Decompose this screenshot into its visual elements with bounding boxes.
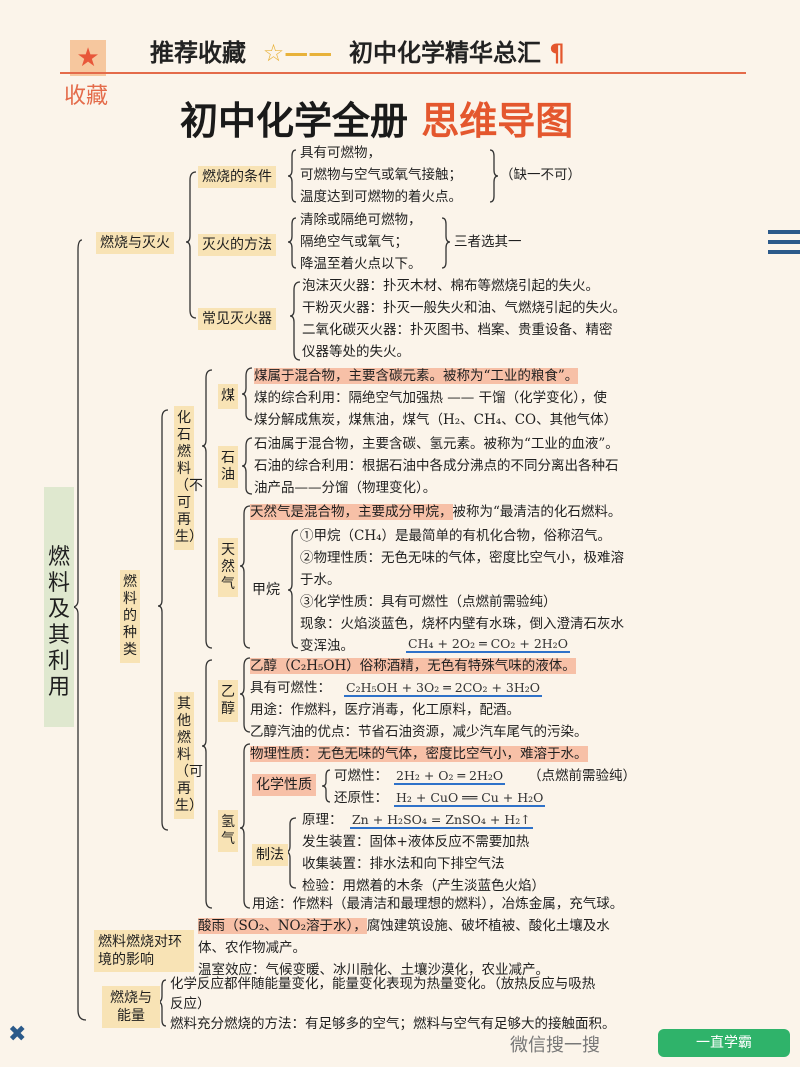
oil-label: 石油 xyxy=(218,446,238,488)
extinguishers-line-4: 仪器等处的失火。 xyxy=(302,344,410,360)
header-right: 初中化学精华总汇 xyxy=(348,39,541,67)
conditions-note: （缺一不可） xyxy=(500,167,581,183)
hydrogen-flammable-label: 可燃性： xyxy=(334,768,388,784)
root-topic: 燃料及其利用 xyxy=(44,487,74,727)
oil-line-1: 石油属于混合物，主要含碳、氢元素。被称为“工业的血液”。 xyxy=(254,436,619,452)
hydrogen-prep-line-3: 检验：用燃着的木条（产生淡蓝色火焰） xyxy=(302,878,545,894)
extinguish-line-2: 隔绝空气或氧气； xyxy=(300,234,408,250)
hydrogen-flammable-note: （点燃前需验纯） xyxy=(528,768,636,784)
ethanol-line-1: 用途：作燃料，医疗消毒，化工原料，配酒。 xyxy=(250,702,520,718)
fossil-fuels-label: 化石燃料（不可再生） xyxy=(174,406,203,550)
branch-combustion: 燃烧与灭火 xyxy=(96,232,174,254)
hydrogen-prep-label: 制法 xyxy=(252,844,288,866)
methane-line-4: ③化学性质：具有可燃性（点燃前需验纯） xyxy=(300,594,557,610)
methane-line-1: ①甲烷（CH₄）是最简单的有机化合物，俗称沼气。 xyxy=(300,528,612,544)
favorite-badge: 收藏 xyxy=(64,84,109,109)
pin-decor-icon: ✖ xyxy=(8,1022,27,1047)
methane-line-5: 现象：火焰淡蓝色，烧杯内壁有水珠，倒入澄清石灰水 xyxy=(300,616,624,632)
hydrogen-flammable-equation: 2H₂ + O₂ ═ 2H₂O xyxy=(394,768,506,785)
environment-acid-rain: 酸雨（SO₂、NO₂溶于水），腐蚀建筑设施、破坏植被、酸化土壤及水 xyxy=(198,918,610,934)
branch-energy: 燃烧与能量 xyxy=(102,986,160,1028)
menu-icon[interactable] xyxy=(768,230,800,260)
hydrogen-reducing-equation: H₂ + CuO ══ Cu + H₂O xyxy=(394,790,546,807)
star-outline-icon: ☆—— xyxy=(254,39,341,67)
ethanol-label: 乙醇 xyxy=(218,680,238,722)
conditions-line-1: 具有可燃物， xyxy=(300,145,381,161)
natural-gas-intro: 天然气是混合物，主要成分甲烷，被称为“最清洁的化石燃料。 xyxy=(250,504,622,520)
page-title: 初中化学全册 思维导图 xyxy=(180,90,573,145)
energy-line-1: 化学反应都伴随能量变化，能量变化表现为热量变化。（放热反应与吸热 xyxy=(170,976,596,992)
hydrogen-principle-equation: Zn + H₂SO₄ = ZnSO₄ + H₂↑ xyxy=(350,812,533,829)
methane-equation: CH₄ + 2O₂ ═ CO₂ + 2H₂O xyxy=(406,636,570,653)
coal-label: 煤 xyxy=(218,384,238,409)
account-badge[interactable]: 一直学霸 xyxy=(658,1029,790,1057)
header-left: 推荐收藏 xyxy=(150,39,246,67)
oil-line-2: 石油的综合利用：根据石油中各成分沸点的不同分离出各种石 xyxy=(254,458,619,474)
environment-line-1: 体、农作物减产。 xyxy=(198,940,306,956)
energy-line-3: 燃料充分燃烧的方法：有足够多的空气；燃料与空气有足够大的接触面积。 xyxy=(170,1016,616,1032)
extinguishers-label: 常见灭火器 xyxy=(198,308,276,330)
oil-line-3: 油产品——分馏（物理变化）。 xyxy=(254,480,437,496)
title-accent: 思维导图 xyxy=(421,99,574,143)
header-divider xyxy=(60,72,746,74)
conditions-line-2: 可燃物与空气或氧气接触； xyxy=(300,167,462,183)
extinguish-line-1: 清除或隔绝可燃物， xyxy=(300,212,422,228)
extinguishers-line-2: 干粉灭火器：扑灭一般失火和油、气燃烧引起的失火。 xyxy=(302,300,626,316)
title-main: 初中化学全册 xyxy=(180,99,409,143)
ethanol-intro: 乙醇（C₂H₅OH）俗称酒精，无色有特殊气味的液体。 xyxy=(250,658,576,674)
extinguish-methods-label: 灭火的方法 xyxy=(198,234,276,256)
methane-line-6: 变浑浊。 xyxy=(300,638,354,654)
hydrogen-chemical-label: 化学性质 xyxy=(252,774,316,796)
coal-line-3: 煤分解成焦炭，煤焦油，煤气（H₂、CH₄、CO、其他气体） xyxy=(254,412,618,428)
coal-line-1: 煤属于混合物，主要含碳元素。被称为“工业的粮食”。 xyxy=(254,368,579,384)
combustion-conditions-label: 燃烧的条件 xyxy=(198,166,276,188)
natural-gas-label: 天然气 xyxy=(218,538,238,597)
pin-icon: ¶ xyxy=(549,39,565,67)
hydrogen-principle-label: 原理： xyxy=(302,812,343,828)
ethanol-equation: C₂H₅OH + 3O₂ ═ 2CO₂ + 3H₂O xyxy=(344,680,543,697)
extinguish-line-3: 降温至着火点以下。 xyxy=(300,256,422,272)
conditions-line-3: 温度达到可燃物的着火点。 xyxy=(300,189,462,205)
ethanol-line-2: 乙醇汽油的优点：节省石油资源，减少汽车尾气的污染。 xyxy=(250,724,588,740)
star-icon: ★ xyxy=(70,40,106,76)
wechat-search-watermark: 微信搜一搜 xyxy=(510,1035,600,1056)
header-banner: 推荐收藏 ☆—— 初中化学精华总汇 ¶ xyxy=(150,33,565,68)
hydrogen-reducing-label: 还原性： xyxy=(334,790,388,806)
branch-environment: 燃料燃烧对环境的影响 xyxy=(94,930,194,972)
hydrogen-prep-line-1: 发生装置：固体+液体反应不需要加热 xyxy=(302,834,530,850)
hydrogen-use: 用途：作燃料（最清洁和最理想的燃料），冶炼金属，充气球。 xyxy=(252,896,624,912)
methane-line-3: 于水。 xyxy=(300,572,341,588)
branch-fuel-types: 燃料的种类 xyxy=(120,570,140,663)
hydrogen-physical: 物理性质：无色无味的气体，密度比空气小，难溶于水。 xyxy=(250,746,588,762)
hydrogen-label: 氢气 xyxy=(218,810,238,852)
methane-line-2: ②物理性质：无色无味的气体，密度比空气小，极难溶 xyxy=(300,550,624,566)
extinguishers-line-3: 二氧化碳灭火器：扑灭图书、档案、贵重设备、精密 xyxy=(302,322,613,338)
coal-line-2: 煤的综合利用：隔绝空气加强热 —— 干馏（化学变化），使 xyxy=(254,390,607,406)
energy-line-2: 反应） xyxy=(170,996,211,1012)
methane-label: 甲烷 xyxy=(252,582,280,598)
environment-line-2: 温室效应：气候变暖、冰川融化、土壤沙漠化，农业减产。 xyxy=(198,962,549,978)
extinguish-note: 三者选其一 xyxy=(454,234,522,250)
ethanol-flammable: 具有可燃性： xyxy=(250,680,331,696)
extinguishers-line-1: 泡沫灭火器：扑灭木材、棉布等燃烧引起的失火。 xyxy=(302,278,599,294)
hydrogen-prep-line-2: 收集装置：排水法和向下排空气法 xyxy=(302,856,505,872)
other-fuels-label: 其他燃料（可再生） xyxy=(174,692,203,819)
